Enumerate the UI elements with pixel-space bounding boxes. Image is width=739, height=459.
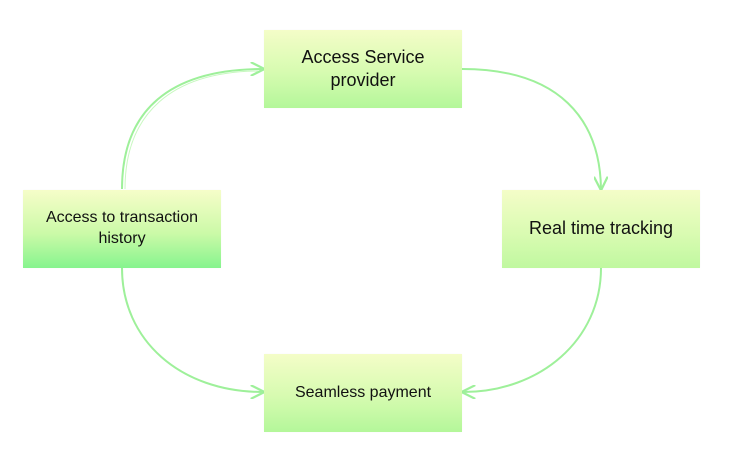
arrow-history-to-access-highlight [124,70,259,190]
node-access-service-provider: Access Service provider [264,30,462,108]
node-access-transaction-history-label: Access to transaction history [45,209,199,247]
arrow-history-to-access [121,69,263,190]
node-seamless-payment: Seamless payment [264,354,462,432]
node-real-time-tracking-label: Real time tracking [528,218,674,239]
node-real-time-tracking: Real time tracking [502,190,700,268]
node-access-service-provider-label: Access Service provider [301,46,425,90]
node-seamless-payment-label: Seamless payment [294,383,432,401]
arrow-history-to-payment [121,267,263,392]
node-access-transaction-history: Access to transaction history [23,190,221,268]
arrow-access-to-tracking [461,68,601,189]
arrow-tracking-to-payment [463,267,602,392]
